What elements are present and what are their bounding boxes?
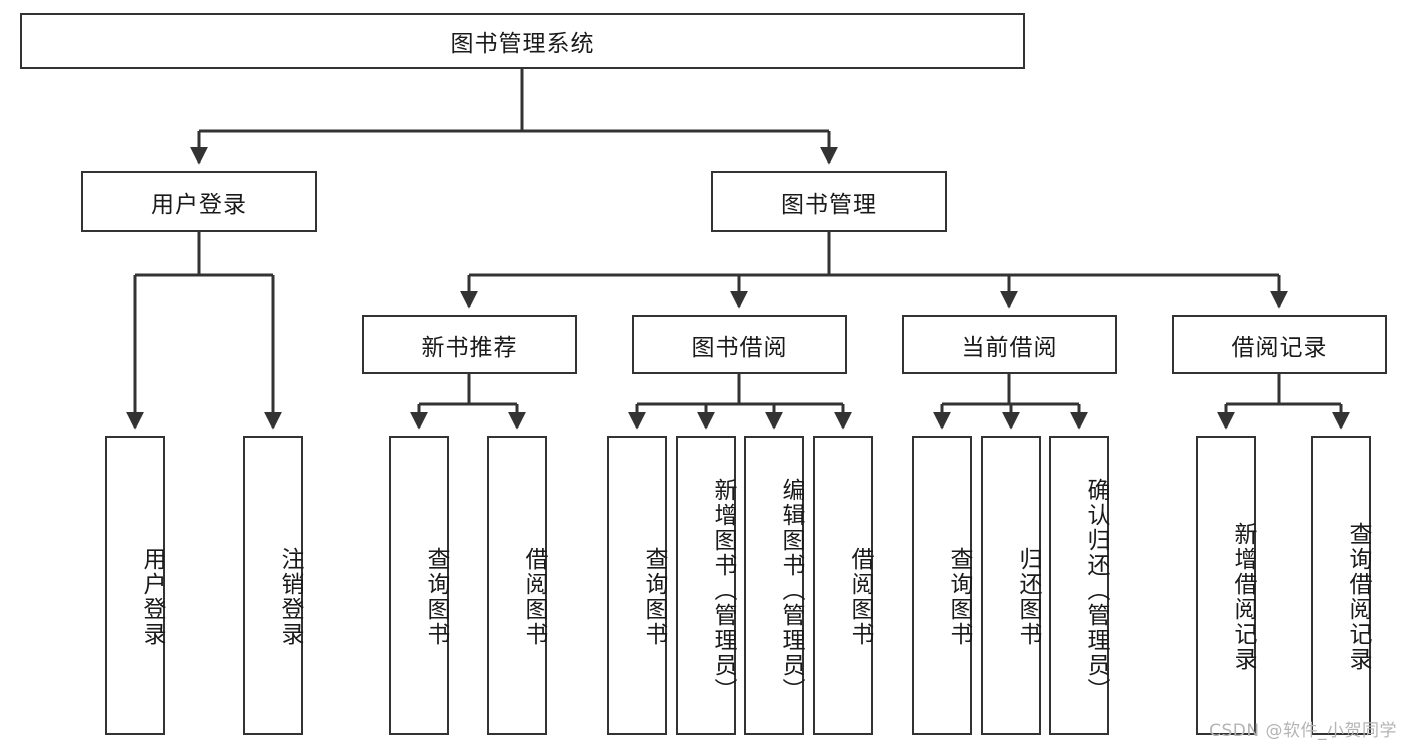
node-leaf-query-record[interactable]: 查询借阅记录	[1311, 436, 1371, 735]
node-user-login-label: 用户登录	[151, 191, 247, 218]
node-leaf-logout[interactable]: 注销登录	[243, 436, 303, 735]
node-book-borrow-label: 图书借阅	[691, 334, 788, 361]
node-current-borrow-label: 当前借阅	[961, 334, 1058, 361]
node-leaf-add-record-label: 新增借阅记录	[1230, 521, 1256, 672]
node-leaf-query-book-cb[interactable]: 查询图书	[912, 436, 972, 735]
node-user-login[interactable]: 用户登录	[81, 171, 317, 232]
node-borrow-record-label: 借阅记录	[1231, 334, 1328, 361]
node-leaf-query-book-cb-label: 查询图书	[946, 546, 972, 647]
node-leaf-user-login[interactable]: 用户登录	[105, 436, 165, 735]
node-leaf-query-book-bb[interactable]: 查询图书	[607, 436, 667, 735]
node-book-borrow[interactable]: 图书借阅	[632, 315, 847, 374]
node-leaf-add-book-label: 新增图书（管理员）	[710, 478, 736, 703]
node-book-manage-label: 图书管理	[781, 191, 877, 218]
node-leaf-edit-book[interactable]: 编辑图书（管理员）	[744, 436, 804, 735]
node-leaf-borrow-book-bb-label: 借阅图书	[847, 546, 873, 647]
node-leaf-borrow-book-rec-label: 借阅图书	[521, 546, 547, 647]
node-leaf-query-book-rec[interactable]: 查询图书	[389, 436, 449, 735]
node-root-label: 图书管理系统	[450, 31, 595, 57]
node-leaf-add-record[interactable]: 新增借阅记录	[1196, 436, 1256, 735]
node-current-borrow[interactable]: 当前借阅	[902, 315, 1117, 374]
node-borrow-record[interactable]: 借阅记录	[1172, 315, 1387, 374]
node-root[interactable]: 图书管理系统	[20, 13, 1025, 69]
node-leaf-confirm-return[interactable]: 确认归还（管理员）	[1049, 436, 1109, 735]
node-leaf-logout-label: 注销登录	[277, 546, 303, 647]
node-leaf-user-login-label: 用户登录	[139, 546, 165, 647]
node-new-book-rec[interactable]: 新书推荐	[362, 315, 577, 374]
node-leaf-add-book[interactable]: 新增图书（管理员）	[676, 436, 736, 735]
node-leaf-query-book-rec-label: 查询图书	[423, 546, 449, 647]
node-leaf-borrow-book-rec[interactable]: 借阅图书	[487, 436, 547, 735]
node-book-manage[interactable]: 图书管理	[711, 171, 947, 232]
node-leaf-borrow-book-bb[interactable]: 借阅图书	[813, 436, 873, 735]
csdn-watermark: CSDN @软件_小贺同学	[1209, 721, 1397, 741]
node-leaf-edit-book-label: 编辑图书（管理员）	[778, 478, 804, 703]
node-leaf-confirm-return-label: 确认归还（管理员）	[1083, 478, 1109, 703]
node-leaf-return-book[interactable]: 归还图书	[981, 436, 1041, 735]
node-leaf-query-record-label: 查询借阅记录	[1345, 521, 1371, 672]
node-leaf-query-book-bb-label: 查询图书	[641, 546, 667, 647]
node-leaf-return-book-label: 归还图书	[1015, 546, 1041, 647]
node-new-book-rec-label: 新书推荐	[421, 334, 518, 361]
